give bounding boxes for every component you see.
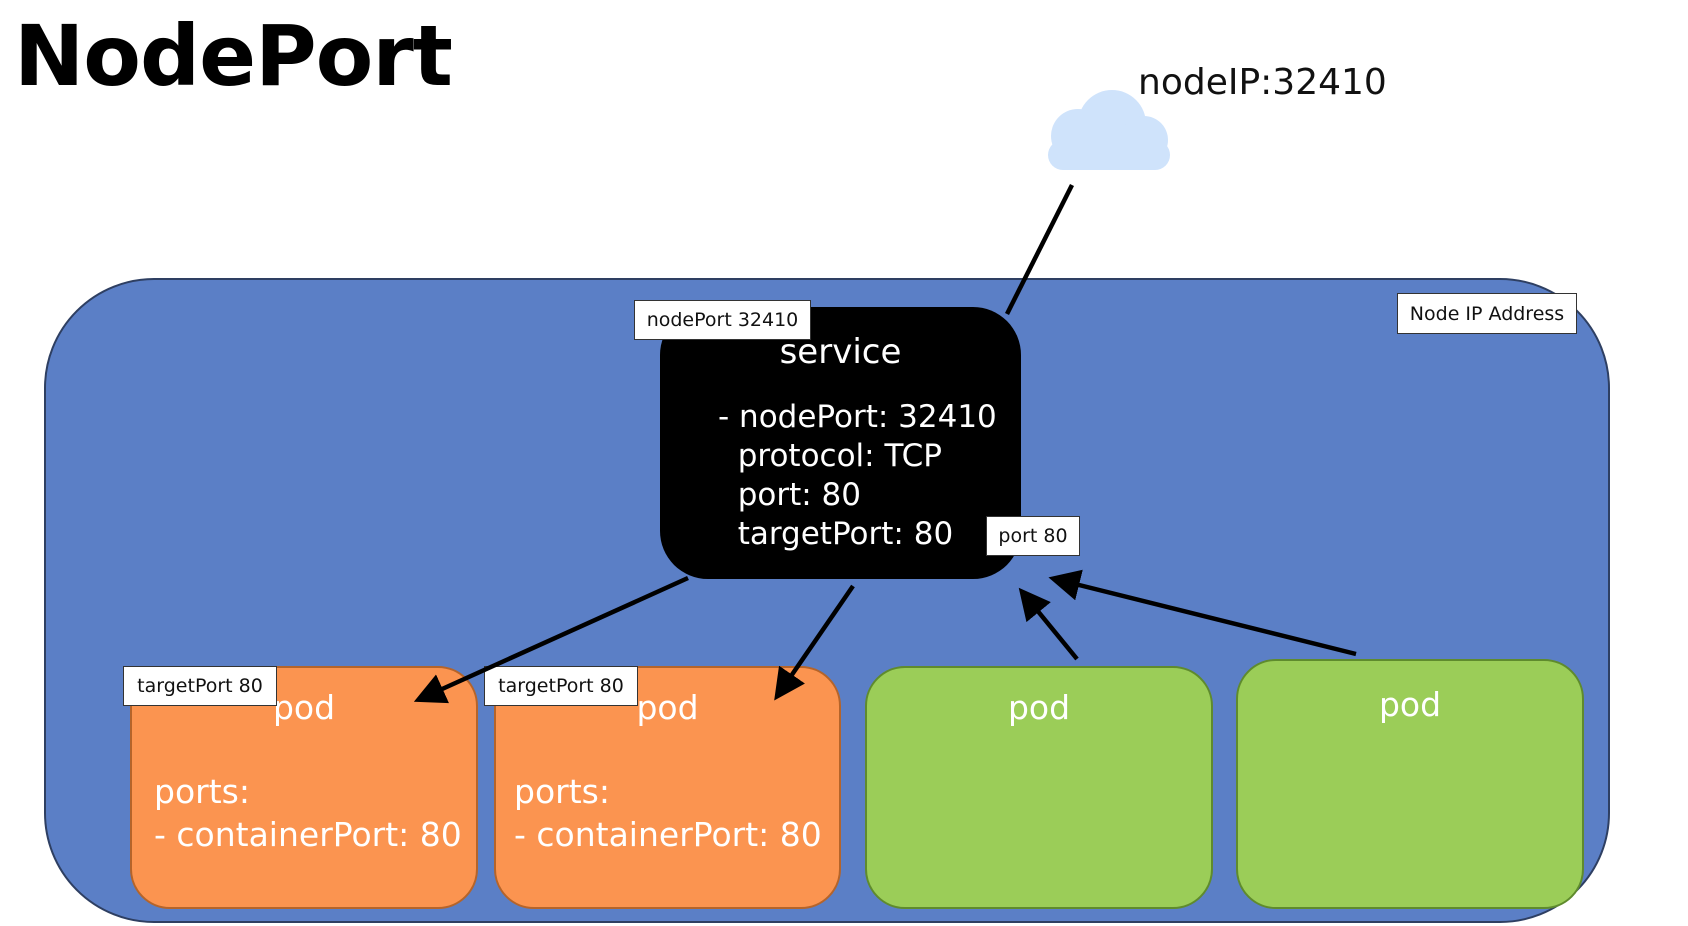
service-box: service - nodePort: 32410 protocol: TCP … — [660, 307, 1021, 579]
pod-container-port: - containerPort: 80 — [154, 815, 462, 854]
pod-orange-2: pod ports: - containerPort: 80 — [494, 666, 841, 909]
pod-title: pod — [272, 688, 336, 727]
pod-container-port: - containerPort: 80 — [514, 815, 822, 854]
pod-green-2: pod — [1236, 659, 1584, 909]
cloud-icon — [1048, 90, 1170, 170]
pod-title: pod — [1378, 685, 1442, 724]
pod-ports-label: ports: — [154, 772, 250, 811]
service-nodeport-line: - nodePort: 32410 — [718, 399, 997, 435]
cloud-to-service-line — [1004, 183, 1075, 316]
node-ip-label: Node IP Address — [1397, 293, 1577, 334]
service-targetport-line: targetPort: 80 — [718, 516, 954, 552]
pod-2-targetport-badge: targetPort 80 — [484, 666, 638, 706]
service-to-pod-1-arrow — [413, 575, 689, 704]
pod-3-to-service-arrow — [1018, 587, 1079, 661]
node-ip-address-text: nodeIP:32410 — [1138, 62, 1387, 103]
service-protocol-line: protocol: TCP — [718, 438, 942, 474]
pod-1-targetport-badge: targetPort 80 — [123, 666, 277, 706]
pod-green-1: pod — [865, 666, 1213, 909]
service-nodeport-badge: nodePort 32410 — [634, 300, 811, 340]
pod-title: pod — [636, 688, 699, 727]
service-port-line: port: 80 — [718, 477, 861, 513]
pod-4-to-service-arrow — [1048, 569, 1357, 657]
page-title: NodePort — [14, 7, 453, 105]
pod-title: pod — [1007, 688, 1071, 727]
pod-orange-1: pod ports: - containerPort: 80 — [130, 666, 478, 909]
service-to-pod-2-arrow — [774, 584, 855, 701]
pod-ports-label: ports: — [514, 772, 610, 811]
service-port-badge: port 80 — [986, 516, 1080, 556]
